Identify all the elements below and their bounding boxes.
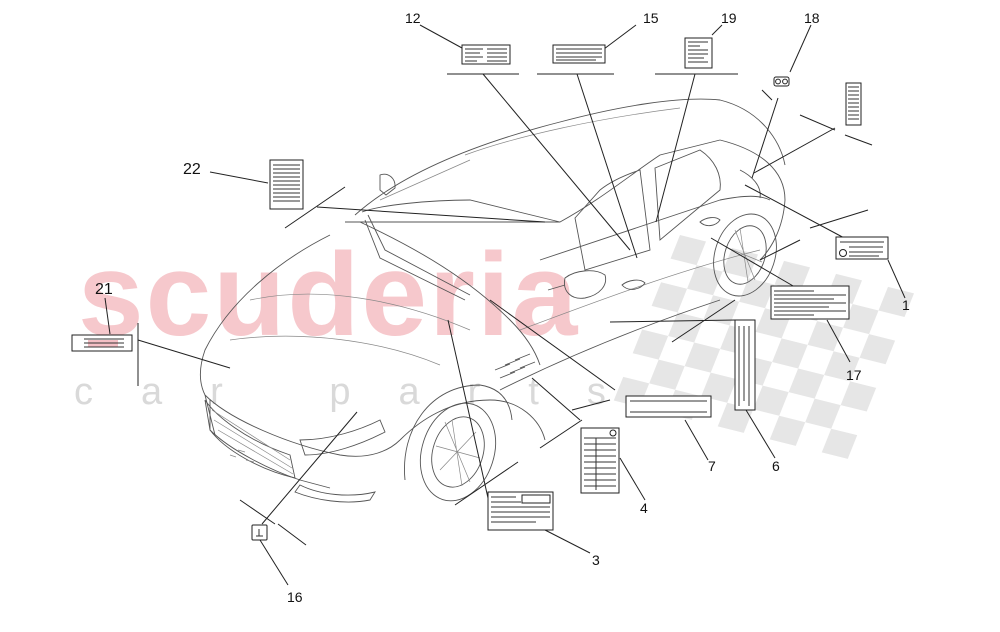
checker-square [670, 235, 706, 266]
checker-square [843, 304, 879, 335]
callout-17[interactable]: 17 [846, 367, 862, 383]
checker-square [840, 381, 877, 412]
checker-square [722, 247, 758, 279]
callout-6[interactable]: 6 [772, 458, 780, 474]
checker-square [649, 359, 685, 390]
callout-4[interactable]: 4 [640, 500, 648, 516]
watermark-subtitle: car parts [74, 371, 654, 413]
label-decal-right-top[interactable] [845, 82, 862, 126]
checker-square [687, 265, 723, 296]
checker-square [772, 338, 808, 369]
label-decal-3[interactable] [487, 491, 554, 531]
checker-square [684, 342, 721, 373]
checker-square [805, 398, 841, 429]
label-decal-19[interactable] [684, 37, 713, 69]
callout-12[interactable]: 7 [708, 458, 716, 474]
callout-3[interactable]: 3 [592, 552, 600, 568]
callout-18[interactable]: 18 [804, 10, 820, 26]
label-decal-6[interactable] [734, 319, 756, 411]
leader-lines [104, 24, 906, 586]
checker-square [859, 334, 896, 365]
checker-square [788, 368, 825, 399]
checker-square [651, 282, 688, 313]
label-decal-22[interactable] [269, 159, 304, 210]
car-outline [200, 98, 786, 503]
callout-15[interactable]: 15 [643, 10, 659, 26]
checker-square [632, 329, 669, 360]
label-decal-15[interactable] [552, 44, 606, 64]
label-decal-16[interactable] [461, 44, 511, 65]
checker-square [807, 321, 844, 352]
label-decal-1[interactable] [835, 236, 889, 260]
callout-numbers: 12 15 19 18 22 21 1 17 7 6 4 3 16 [95, 10, 910, 605]
label-decal-17[interactable] [770, 285, 850, 320]
checker-square [878, 286, 915, 317]
callout-7[interactable]: 16 [287, 589, 303, 605]
checker-square [668, 312, 704, 343]
label-decal-12[interactable] [625, 395, 712, 418]
label-decal-18[interactable] [773, 76, 790, 87]
callout-22[interactable]: 22 [183, 161, 201, 178]
callout-19[interactable]: 19 [721, 10, 737, 26]
checker-square [769, 415, 806, 446]
label-decal-4[interactable] [580, 427, 620, 494]
checker-square [753, 385, 789, 416]
checker-square [701, 372, 737, 403]
callout-21[interactable]: 21 [95, 281, 113, 298]
checker-square [824, 351, 860, 382]
label-decal-21[interactable] [71, 334, 133, 352]
checker-square [739, 278, 775, 309]
callout-1[interactable]: 1 [902, 297, 910, 313]
checker-square [774, 260, 810, 292]
checker-square [821, 428, 858, 459]
callout-16[interactable]: 12 [405, 10, 421, 26]
label-decal-7[interactable] [251, 524, 268, 541]
